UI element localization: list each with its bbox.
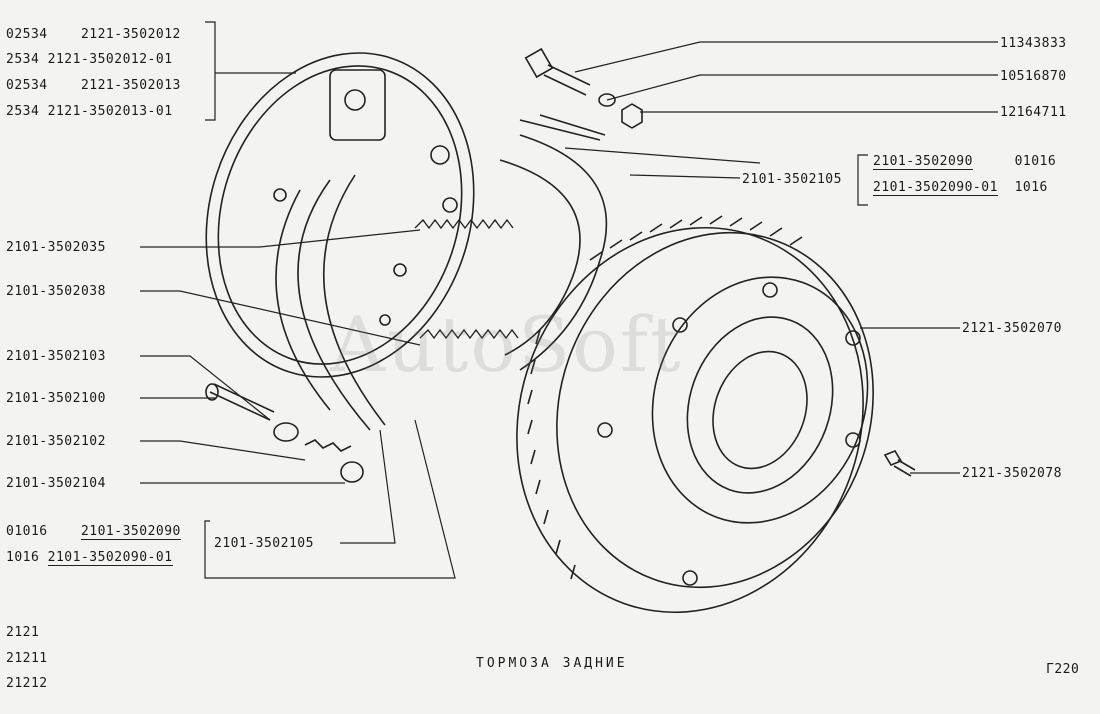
part-number: 2101-3502105 [214,536,314,551]
part-number-row: 2534 2121-3502013-01 [6,104,173,119]
part-number: 2101-3502104 [6,476,106,491]
leader-2101-3502038 [140,290,421,346]
leader-right-group [564,147,761,179]
part-number: 2101-3502103 [6,349,106,364]
backing-plate [205,52,475,378]
bracket-right-group [857,154,868,206]
part-number-row: 01016 2101-3502090 [6,524,181,540]
part-number: 11343833 [1000,36,1067,51]
part-number-row: 02534 2121-3502013 [6,78,181,93]
bolt-11343833 [524,47,643,129]
leader-11343833 [574,41,998,73]
part-number-row: 2101-3502090-01 1016 [873,180,1048,196]
springs [414,218,519,340]
part-number: 2121-3502078 [962,466,1062,481]
part-number: 2101-3502035 [6,240,106,255]
model-code: 21212 [6,676,48,691]
pin-spring-cup-parts [205,383,364,483]
part-number: 2101-3502105 [742,172,842,187]
part-number: 2101-3502100 [6,391,106,406]
leader-2101-3502102 [140,440,306,461]
part-number: 12164711 [1000,105,1067,120]
leader-10516870 [606,74,998,101]
part-number: 2101-3502038 [6,284,106,299]
bracket-bottom-left [204,419,456,579]
page-code: Г220 [1046,662,1080,677]
part-number-row: 1016 2101-3502090-01 [6,550,173,566]
brake-shoes [275,114,608,431]
leader-bottom-left [340,429,396,544]
part-number-row: 2101-3502090 01016 [873,154,1057,170]
part-number: 2101-3502102 [6,434,106,449]
leader-2101-3502103 [140,355,271,421]
bracket-top-left [205,21,216,121]
part-number: 10516870 [1000,69,1067,84]
model-code: 21211 [6,651,48,666]
part-number-row: 02534 2121-3502012 [6,27,181,42]
diagram-caption: ТОРМОЗА ЗАДНИЕ [476,656,628,671]
part-number-row: 2534 2121-3502012-01 [6,52,173,67]
brake-drum [516,215,874,614]
leader-2101-3502035 [140,229,421,248]
stud-2121-3502078 [883,450,916,477]
model-code: 2121 [6,625,40,640]
part-number: 2121-3502070 [962,321,1062,336]
